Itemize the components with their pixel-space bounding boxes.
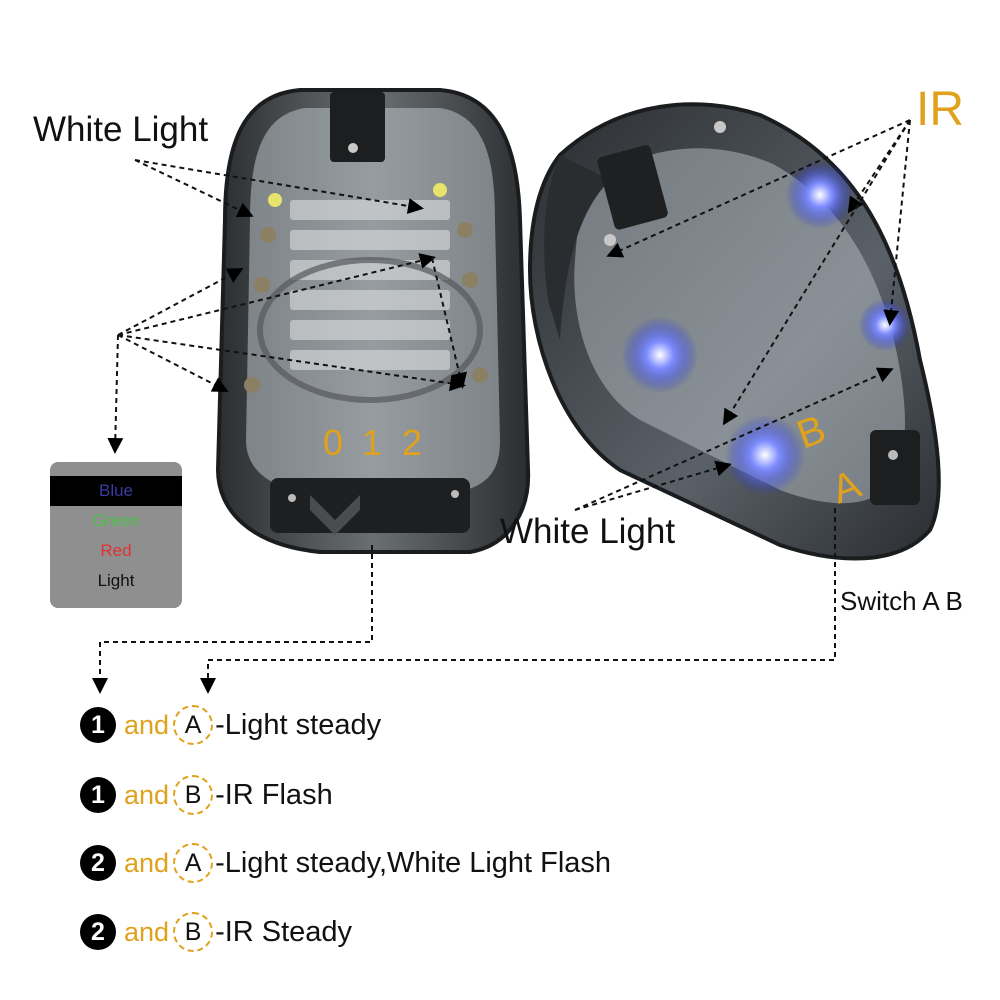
mode-dial [310,495,360,535]
legend-connector: and [124,916,170,947]
dial-number-2: 2 [402,422,422,463]
white-led-right [433,183,447,197]
white-led-left [268,193,282,207]
legend-row: 2 and B -IR Steady [80,912,352,952]
dial-number-badge: 2 [80,845,116,881]
white-light-label-right: White Light [500,512,676,551]
legend-description: -Light steady [215,708,382,741]
legend-connector: and [124,709,170,740]
callout-lines [92,119,911,694]
mode-red: Red [100,541,132,560]
mode-color-panel: Blue Green Red Light [50,462,182,608]
switch-position-badge: A [173,705,214,745]
left-device [215,88,531,554]
ir-label: IR [916,83,964,136]
legend-connector: and [124,847,170,878]
mode-green: Green [92,511,140,530]
legend-row: 1 and B -IR Flash [80,775,333,815]
switch-label: Switch A B [840,586,963,616]
legend-description: -IR Flash [215,778,333,811]
mode-blue: Blue [50,476,182,506]
switch-position-badge: B [173,775,214,815]
top-clip [330,92,385,162]
dial-number-badge: 1 [80,777,116,813]
legend-row: 2 and A -Light steady,White Light Flash [80,843,611,883]
dial-number-1: 1 [362,422,382,463]
switch-position-badge: B [173,912,214,952]
white-light-label-left: White Light [33,110,209,149]
right-device [527,102,941,561]
switch-position-badge: A [173,843,214,883]
dial-number-0: 0 [323,422,343,463]
legend-row: 1 and A -Light steady [80,705,381,745]
dial-number-badge: 2 [80,914,116,950]
dial-number-badge: 1 [80,707,116,743]
legend-connector: and [124,779,170,810]
legend-description: -IR Steady [215,915,353,948]
legend-description: -Light steady,White Light Flash [215,846,612,879]
mode-light: Light [97,571,135,590]
